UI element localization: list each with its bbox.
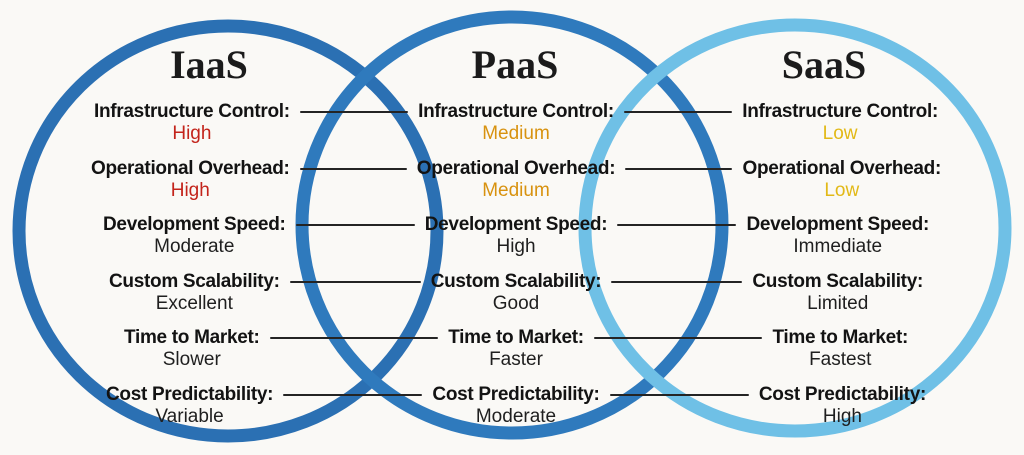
iaas-cost-predictability: Cost Predictability: Variable (96, 384, 283, 428)
saas-development-speed: Development Speed: Immediate (736, 214, 939, 258)
connector-line (283, 394, 423, 396)
attribute-value: Slower (162, 349, 221, 370)
attribute-value: High (170, 180, 210, 201)
connector-line (623, 111, 733, 113)
iaas-custom-scalability: Custom Scalability: Excellent (99, 271, 290, 315)
iaas-title: IaaS (170, 42, 248, 87)
iaas-development-speed: Development Speed: Moderate (93, 214, 296, 258)
attribute-value: Moderate (475, 406, 557, 427)
connector-line (593, 337, 763, 339)
attribute-value: Low (824, 180, 860, 201)
paas-time-to-market: Time to Market: Faster (438, 327, 594, 371)
connector-line (617, 224, 737, 226)
attribute-value: Excellent (155, 293, 233, 314)
attribute-value: Good (492, 293, 540, 314)
paas-custom-scalability: Custom Scalability: Good (421, 271, 612, 315)
attribute-label: Custom Scalability: (752, 271, 923, 292)
attribute-label: Custom Scalability: (430, 271, 602, 292)
attribute-label: Operational Overhead: (742, 158, 942, 179)
connector-line (299, 168, 407, 170)
attribute-value: Low (822, 123, 858, 144)
connector-line (625, 168, 733, 170)
attribute-label: Operational Overhead: (416, 158, 616, 179)
row-custom-scalability: Custom Scalability: Excellent Custom Sca… (0, 271, 1024, 315)
saas-title: SaaS (781, 42, 867, 87)
row-time-to-market: Time to Market: Slower Time to Market: F… (0, 327, 1024, 371)
row-cost-predictability: Cost Predictability: Variable Cost Predi… (0, 384, 1024, 428)
paas-development-speed: Development Speed: High (415, 214, 618, 258)
connector-line (609, 394, 749, 396)
attribute-label: Time to Market: (772, 327, 909, 348)
attribute-label: Development Speed: (424, 214, 608, 235)
row-development-speed: Development Speed: Moderate Development … (0, 214, 1024, 258)
attribute-label: Infrastructure Control: (94, 101, 290, 122)
attribute-label: Time to Market: (124, 327, 260, 348)
attribute-label: Development Speed: (103, 214, 286, 235)
attribute-value: Medium (482, 123, 550, 144)
saas-infrastructure-control: Infrastructure Control: Low (732, 101, 948, 145)
row-infrastructure-control: Infrastructure Control: High Infrastruct… (0, 101, 1024, 145)
saas-circle (578, 18, 1012, 438)
attribute-value: Medium (482, 180, 550, 201)
attribute-label: Development Speed: (746, 214, 930, 235)
attribute-label: Infrastructure Control: (418, 101, 614, 122)
iaas-operational-overhead: Operational Overhead: High (81, 158, 300, 202)
attribute-label: Cost Predictability: (106, 384, 274, 405)
attribute-label: Infrastructure Control: (742, 101, 938, 122)
connector-line (289, 281, 421, 283)
iaas-circle (12, 19, 444, 443)
paas-cost-predictability: Cost Predictability: Moderate (422, 384, 609, 428)
saas-time-to-market: Time to Market: Fastest (762, 327, 918, 371)
attribute-label: Cost Predictability: (758, 384, 926, 405)
iaas-time-to-market: Time to Market: Slower (114, 327, 270, 371)
attribute-label: Custom Scalability: (109, 271, 280, 292)
row-operational-overhead: Operational Overhead: High Operational O… (0, 158, 1024, 202)
connector-line (299, 111, 409, 113)
saas-cost-predictability: Cost Predictability: High (749, 384, 936, 428)
attribute-value: Moderate (154, 236, 235, 257)
connector-line (611, 281, 743, 283)
attribute-value: Limited (807, 293, 869, 314)
attribute-value: High (496, 236, 536, 257)
attribute-label: Operational Overhead: (91, 158, 290, 179)
connector-line (295, 224, 415, 226)
attribute-value: Fastest (809, 349, 872, 370)
saas-custom-scalability: Custom Scalability: Limited (742, 271, 933, 315)
attribute-value: High (822, 406, 862, 427)
attribute-label: Cost Predictability: (432, 384, 600, 405)
paas-infrastructure-control: Infrastructure Control: Medium (408, 101, 624, 145)
attribute-value: Faster (489, 349, 543, 370)
attribute-value: High (172, 123, 212, 144)
paas-operational-overhead: Operational Overhead: Medium (407, 158, 626, 202)
attribute-label: Time to Market: (448, 327, 584, 348)
paas-title: PaaS (471, 42, 559, 87)
attribute-value: Immediate (793, 236, 883, 257)
attribute-value: Variable (155, 406, 224, 427)
saas-operational-overhead: Operational Overhead: Low (732, 158, 951, 202)
iaas-infrastructure-control: Infrastructure Control: High (84, 101, 300, 145)
connector-line (269, 337, 439, 339)
